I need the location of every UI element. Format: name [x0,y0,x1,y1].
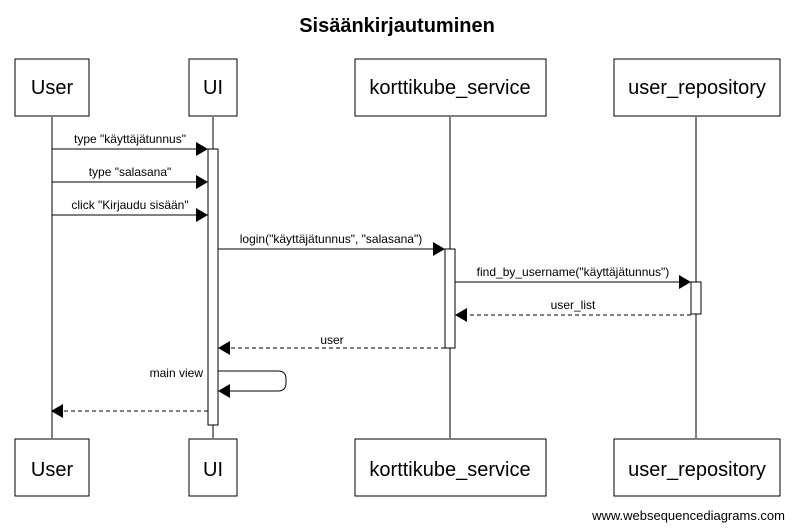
message-label: find_by_username("käyttäjätunnus") [477,265,670,279]
message-type-username: type "käyttäjätunnus" [52,132,208,156]
participant-label: User [31,77,74,99]
message-label: login("käyttäjätunnus", "salasana") [240,232,422,246]
participant-box-user-top: User [14,58,90,117]
message-label: user [320,333,343,347]
message-type-password: type "salasana" [52,165,208,189]
diagram-title: Sisäänkirjautuminen [299,15,495,37]
participant-box-korttikube-service-bottom: korttikube_service [354,438,547,497]
message-arrow [218,370,287,398]
message-find-by-username: find_by_username("käyttäjätunnus") [455,265,691,289]
participant-label: user_repository [628,77,766,99]
message-main-view-self: main view [150,366,287,398]
message-return-user-list: user_list [455,298,691,322]
message-label: click "Kirjaudu sisään" [71,198,188,212]
participant-label: korttikube_service [369,459,530,481]
participant-box-ui-bottom: UI [188,438,238,497]
participant-box-user-repository-bottom: user_repository [613,438,781,497]
participant-box-korttikube-service-top: korttikube_service [354,58,547,117]
message-label: type "käyttäjätunnus" [74,132,186,146]
participant-label: korttikube_service [369,77,530,99]
activation-bar-ui [207,148,219,426]
message-click-login: click "Kirjaudu sisään" [52,198,208,222]
participant-box-user-bottom: User [14,438,90,497]
participant-box-user-repository-top: user_repository [613,58,781,117]
message-login-call: login("käyttäjätunnus", "salasana") [218,232,445,256]
activation-bar-korttikube-service [444,248,456,349]
participant-label: UI [203,77,223,99]
message-label: main view [150,366,204,380]
activation-bar-user-repository [690,281,702,315]
participant-label: User [31,459,74,481]
participant-box-ui-top: UI [188,58,238,117]
participant-label: user_repository [628,459,766,481]
message-return-user: user [218,333,445,355]
message-label: type "salasana" [89,165,172,179]
watermark: www.websequencediagrams.com [591,508,785,523]
message-label: user_list [551,298,596,312]
participant-label: UI [203,459,223,481]
